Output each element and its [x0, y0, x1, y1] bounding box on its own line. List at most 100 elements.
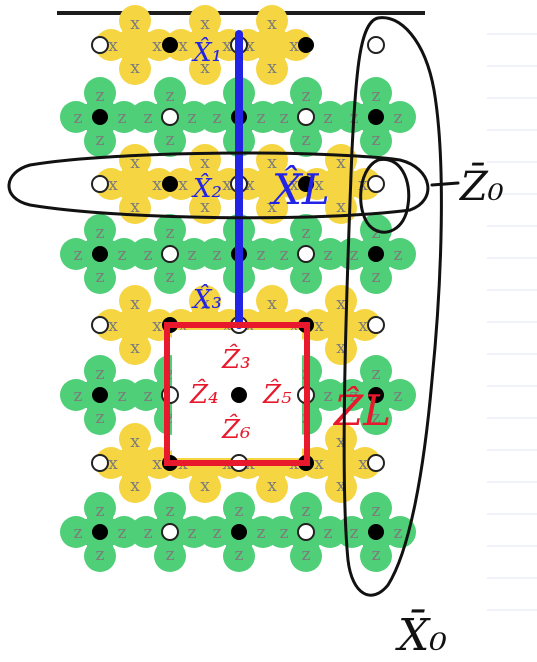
- label-z3: Ẑ₃: [221, 343, 251, 375]
- x-stabilizer-letter: x: [130, 338, 140, 358]
- z-stabilizer-letter: z: [74, 245, 83, 265]
- x-stabilizer-letter: x: [130, 197, 140, 217]
- handwritten-x0: X̄₀: [395, 608, 447, 658]
- label-xl: X̂L: [269, 163, 330, 214]
- x-stabilizer-letter: x: [108, 454, 118, 474]
- data-qubit-open: [91, 454, 109, 472]
- z-stabilizer-letter: z: [96, 408, 105, 428]
- data-qubit-filled: [162, 176, 178, 192]
- z-stabilizer-letter: z: [324, 245, 333, 265]
- z-stabilizer-letter: z: [166, 501, 175, 521]
- z-stabilizer-letter: z: [324, 108, 333, 128]
- z-stabilizer-letter: z: [74, 386, 83, 406]
- x-stabilizer-letter: x: [200, 294, 210, 314]
- data-qubit-filled: [368, 109, 384, 125]
- x-stabilizer-letter: x: [336, 197, 346, 217]
- label-z4: Ẑ₄: [189, 378, 219, 410]
- data-qubit-filled: [92, 524, 108, 540]
- z-stabilizer-letter: z: [96, 223, 105, 243]
- data-qubit-filled: [298, 176, 314, 192]
- z-stabilizer-letter: z: [394, 245, 403, 265]
- label-zl: ẐL: [332, 385, 391, 435]
- label-z6: Ẑ₆: [221, 413, 251, 445]
- label-z5: Ẑ₅: [262, 378, 292, 410]
- x-stabilizer-letter: x: [314, 316, 324, 336]
- x-stabilizer-letter: x: [267, 153, 277, 173]
- z-stabilizer-letter: z: [144, 523, 153, 543]
- x-stabilizer-letter: x: [314, 175, 324, 195]
- x-stabilizer-letter: x: [314, 454, 324, 474]
- x-stabilizer-letter: x: [267, 197, 277, 217]
- x-stabilizer-letter: x: [245, 36, 255, 56]
- data-qubit-filled: [368, 387, 384, 403]
- x-stabilizer-letter: x: [336, 338, 346, 358]
- z-stabilizer-letter: z: [324, 523, 333, 543]
- z-stabilizer-letter: z: [394, 108, 403, 128]
- z-stabilizer-letter: z: [96, 130, 105, 150]
- x-stabilizer-letter: x: [267, 14, 277, 34]
- data-qubit-open: [367, 36, 385, 54]
- x-stabilizer-letter: x: [200, 197, 210, 217]
- z-stabilizer-letter: z: [302, 545, 311, 565]
- z-stabilizer-letter: z: [213, 245, 222, 265]
- z-stabilizer-letter: z: [118, 108, 127, 128]
- data-qubit-open: [161, 108, 179, 126]
- x-stabilizer-letter: x: [336, 476, 346, 496]
- z-stabilizer-letter: z: [302, 267, 311, 287]
- z-stabilizer-letter: z: [324, 386, 333, 406]
- z-stabilizer-letter: z: [118, 523, 127, 543]
- handwritten-z0: Z̄₀: [458, 163, 504, 210]
- data-qubit-filled: [231, 387, 247, 403]
- x-stabilizer-letter: x: [222, 175, 232, 195]
- z-stabilizer-letter: z: [166, 408, 175, 428]
- z-stabilizer-letter: z: [166, 130, 175, 150]
- handdrawn-small-circle: [359, 157, 411, 234]
- x-stabilizer-letter: x: [152, 175, 162, 195]
- data-qubit-open: [297, 245, 315, 263]
- x-stabilizer-letter: x: [108, 316, 118, 336]
- x-stabilizer-letter: x: [108, 36, 118, 56]
- label-x2: X̂₂: [191, 173, 222, 204]
- x-stabilizer-letter: x: [336, 153, 346, 173]
- z-stabilizer-letter: z: [213, 108, 222, 128]
- z-stabilizer-letter: z: [166, 223, 175, 243]
- label-x1: X̂₁: [191, 37, 222, 68]
- z-stabilizer-letter: z: [372, 130, 381, 150]
- z-stabilizer-letter: z: [96, 364, 105, 384]
- data-qubit-open: [91, 316, 109, 334]
- z-stabilizer-letter: z: [302, 223, 311, 243]
- z-stabilizer-letter: z: [235, 501, 244, 521]
- data-qubit-open: [367, 175, 385, 193]
- data-qubit-open: [91, 175, 109, 193]
- x-stabilizer-letter: x: [108, 175, 118, 195]
- z-stabilizer-letter: z: [257, 523, 266, 543]
- z-stabilizer-letter: z: [372, 364, 381, 384]
- x-stabilizer-letter: x: [130, 58, 140, 78]
- x-stabilizer-letter: x: [200, 58, 210, 78]
- z-stabilizer-letter: z: [188, 108, 197, 128]
- z-stabilizer-letter: z: [350, 523, 359, 543]
- data-qubit-open: [367, 454, 385, 472]
- x-stabilizer-letter: x: [358, 454, 368, 474]
- z-stabilizer-letter: z: [257, 108, 266, 128]
- x-stabilizer-letter: x: [336, 432, 346, 452]
- z-stabilizer-letter: z: [96, 545, 105, 565]
- data-qubit-filled: [92, 387, 108, 403]
- z-stabilizer-letter: z: [280, 108, 289, 128]
- label-x3: X̂₃: [191, 284, 222, 315]
- z-stabilizer-letter: z: [350, 386, 359, 406]
- z-stabilizer-letter: z: [96, 501, 105, 521]
- x-stabilizer-letter: x: [178, 36, 188, 56]
- z-stabilizer-letter: z: [118, 386, 127, 406]
- z-stabilizer-letter: z: [166, 86, 175, 106]
- z-stabilizer-letter: z: [372, 223, 381, 243]
- x-stabilizer-letter: x: [267, 294, 277, 314]
